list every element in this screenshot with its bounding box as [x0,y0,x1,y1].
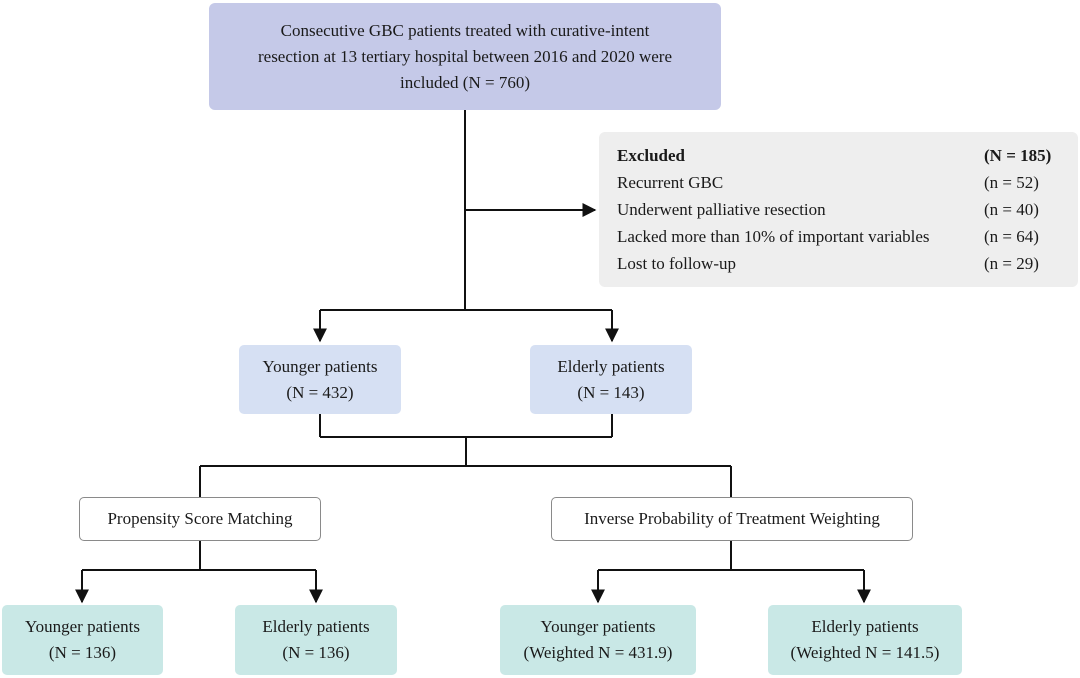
psm-elderly-label: Elderly patients [262,617,370,636]
psm-method-box: Propensity Score Matching [79,497,321,541]
iptw-elderly-box: Elderly patients (Weighted N = 141.5) [768,605,962,675]
younger-cohort-box: Younger patients (N = 432) [239,345,401,414]
excluded-reason: Recurrent GBC (n = 52) [617,169,1062,196]
elderly-cohort-n: (N = 143) [577,382,645,402]
younger-cohort-label: Younger patients [262,356,378,376]
excluded-reason-count: (n = 64) [984,227,1039,246]
excluded-title: Excluded [617,146,686,165]
iptw-elderly-n: (Weighted N = 141.5) [790,643,940,662]
psm-elderly-n: (N = 136) [282,643,350,662]
excluded-box: Excluded (N = 185) Recurrent GBC (n = 52… [599,132,1078,287]
psm-method-label: Propensity Score Matching [107,509,293,528]
iptw-younger-label: Younger patients [540,617,656,636]
excluded-total: (N = 185) [984,146,1052,165]
iptw-elderly-label: Elderly patients [811,617,919,636]
iptw-method-label: Inverse Probability of Treatment Weighti… [584,509,880,528]
enrollment-line-1: Consecutive GBC patients treated with cu… [280,20,650,40]
excluded-header: Excluded (N = 185) [617,142,1062,169]
excluded-reason: Lost to follow-up (n = 29) [617,250,1062,277]
excluded-reason-label: Lost to follow-up [617,254,736,273]
enrollment-line-2: resection at 13 tertiary hospital betwee… [257,46,672,66]
excluded-reason: Lacked more than 10% of important variab… [617,223,1062,250]
excluded-reason: Underwent palliative resection (n = 40) [617,196,1062,223]
excluded-reason-label: Lacked more than 10% of important variab… [617,227,930,246]
elderly-cohort-label: Elderly patients [557,356,665,376]
excluded-reason-label: Recurrent GBC [617,173,724,192]
enrollment-line-3: included (N = 760) [400,72,530,92]
iptw-younger-n: (Weighted N = 431.9) [523,643,673,662]
excluded-reason-count: (n = 29) [984,254,1039,273]
psm-elderly-box: Elderly patients (N = 136) [235,605,397,675]
iptw-younger-box: Younger patients (Weighted N = 431.9) [500,605,696,675]
excluded-reason-count: (n = 52) [984,173,1039,192]
excluded-reason-label: Underwent palliative resection [617,200,826,219]
younger-cohort-n: (N = 432) [286,382,354,402]
enrollment-box: Consecutive GBC patients treated with cu… [209,3,721,110]
elderly-cohort-box: Elderly patients (N = 143) [530,345,692,414]
excluded-reason-count: (n = 40) [984,200,1039,219]
psm-younger-n: (N = 136) [48,643,117,662]
psm-younger-label: Younger patients [25,617,140,636]
iptw-method-box: Inverse Probability of Treatment Weighti… [551,497,913,541]
psm-younger-box: Younger patients (N = 136) [2,605,163,675]
